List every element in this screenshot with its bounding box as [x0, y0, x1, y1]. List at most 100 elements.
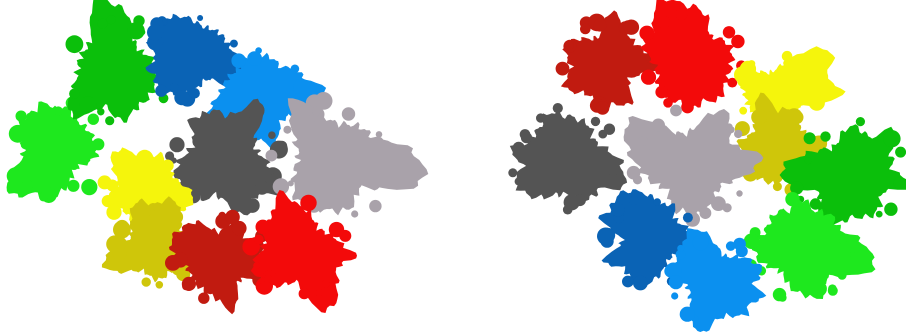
- tile-curl: [604, 124, 615, 135]
- tile-curl: [254, 235, 264, 245]
- tile-curl: [629, 196, 639, 206]
- tile-curl: [7, 167, 24, 184]
- tile-curl: [155, 85, 167, 97]
- right-fractal-tiling: [508, 0, 906, 332]
- tile-curl: [633, 276, 648, 291]
- tile-curl: [174, 90, 189, 105]
- tile-curl: [655, 86, 668, 99]
- tile-curl: [734, 130, 742, 138]
- tile-curl: [98, 175, 112, 189]
- tile-curl: [809, 95, 825, 111]
- left-fractal-tiling: [7, 0, 429, 314]
- tile-curl: [639, 26, 654, 41]
- tile-curl: [828, 286, 838, 296]
- tile-curl: [736, 190, 742, 196]
- tile-curl: [16, 111, 27, 122]
- tile-curl: [105, 116, 114, 125]
- tile-curl: [300, 195, 316, 211]
- tile-curl: [520, 129, 531, 140]
- tile-curl: [218, 212, 226, 220]
- tile-curl: [591, 117, 600, 126]
- tile-curl: [773, 288, 786, 301]
- tile-curl: [169, 210, 183, 224]
- tile-curl: [508, 168, 517, 177]
- tile-curl: [624, 20, 639, 35]
- tile-curl: [536, 113, 545, 122]
- tile-curl: [669, 275, 683, 289]
- tile-curl: [513, 142, 525, 154]
- tile-curl: [839, 237, 847, 245]
- tile-curl: [165, 255, 181, 271]
- tile-curl: [153, 204, 160, 211]
- tile-curl: [376, 131, 383, 138]
- tile-curl: [247, 51, 262, 66]
- tile-red: [639, 0, 746, 113]
- tile-curl: [665, 99, 672, 106]
- tile-curl: [301, 104, 313, 116]
- tile-curl: [670, 105, 682, 117]
- tile-curl: [299, 288, 310, 299]
- tile-curl: [731, 35, 744, 48]
- tile-curl: [322, 280, 330, 288]
- tile-curl: [313, 110, 320, 117]
- tile-curl: [245, 198, 260, 213]
- tile-curl: [81, 179, 97, 195]
- tile-curl: [97, 19, 107, 29]
- tile-curl: [856, 117, 865, 126]
- tile-curl: [147, 24, 163, 40]
- tile-curl: [783, 60, 789, 66]
- tile-curl: [182, 283, 190, 291]
- tile-curl: [785, 192, 799, 206]
- tile-curl: [805, 158, 812, 165]
- tile-curl: [820, 131, 830, 141]
- tile-curl: [117, 150, 132, 165]
- tile-curl: [641, 70, 656, 85]
- tile-curl: [266, 150, 278, 162]
- tile-shape: [640, 0, 736, 108]
- tile-curl: [565, 41, 574, 50]
- tile-curl: [329, 222, 344, 237]
- tile-curl: [197, 15, 203, 21]
- tile-curl: [744, 233, 760, 249]
- tile-curl: [633, 175, 642, 184]
- tile-curl: [88, 114, 99, 125]
- tile-curl: [676, 8, 688, 20]
- tile-curl: [622, 276, 634, 288]
- tile-curl: [143, 208, 151, 216]
- tile-curl: [39, 192, 48, 201]
- tile-curl: [740, 61, 756, 77]
- tile-curl: [342, 107, 355, 120]
- tile-curl: [671, 292, 678, 299]
- tile-curl: [711, 196, 726, 211]
- tile-curl: [92, 138, 104, 150]
- tile-curl: [230, 40, 238, 48]
- tile-curl: [895, 147, 906, 158]
- tile-curl: [369, 200, 381, 212]
- tile-curl: [677, 245, 684, 252]
- tile-curl: [69, 89, 79, 99]
- tile-curl: [652, 119, 665, 132]
- tile-curl: [638, 136, 648, 146]
- tile-curl: [114, 237, 126, 249]
- tile-curl: [293, 79, 310, 96]
- tile-curl: [247, 102, 265, 120]
- tile-curl: [136, 150, 153, 167]
- tile-curl: [790, 111, 804, 125]
- tile-curl: [115, 220, 129, 234]
- tile-curl: [876, 211, 883, 218]
- tile-curl: [106, 205, 121, 220]
- tile-curl: [751, 109, 767, 125]
- tile-curl: [810, 198, 821, 209]
- tile-curl: [700, 207, 712, 219]
- tile-curl: [142, 277, 151, 286]
- tile-curl: [597, 228, 614, 245]
- tile-curl: [189, 88, 200, 99]
- tile-curl: [283, 126, 291, 134]
- tile-curl: [97, 108, 104, 115]
- tile-curl: [198, 293, 209, 304]
- tile-curl: [170, 83, 179, 92]
- tile-curl: [22, 180, 33, 191]
- tile-curl: [838, 271, 847, 280]
